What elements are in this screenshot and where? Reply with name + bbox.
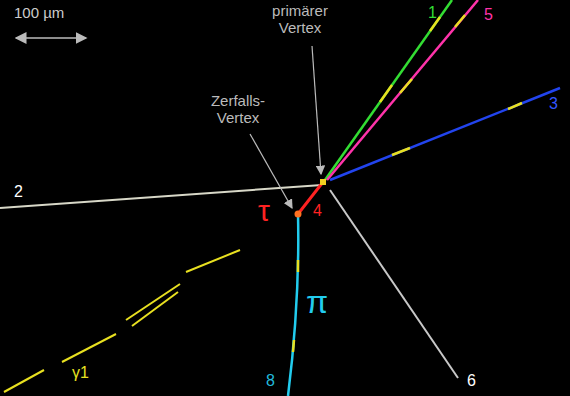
track <box>327 0 478 180</box>
pion-track <box>288 214 298 396</box>
scale-label: 100 µm <box>14 4 64 21</box>
track-number: 8 <box>266 372 275 390</box>
track <box>330 88 560 180</box>
track-number: 4 <box>313 202 322 220</box>
primary-vertex <box>320 179 326 185</box>
track-number: 1 <box>428 4 437 22</box>
track-number: 2 <box>14 183 23 201</box>
particle-label: π <box>306 284 328 321</box>
particle-label: γ1 <box>72 364 89 382</box>
decay-vertex <box>295 211 302 218</box>
track <box>325 0 452 180</box>
annotation: primärer Vertex <box>255 2 345 37</box>
leader-line <box>250 134 292 208</box>
track-number: 6 <box>467 372 476 390</box>
photon-track <box>4 250 240 392</box>
track <box>330 190 458 378</box>
track-number: 5 <box>484 6 493 24</box>
leader-line <box>312 46 321 174</box>
track <box>0 185 322 208</box>
track-number: 3 <box>549 95 558 113</box>
scale-bar <box>16 37 86 39</box>
annotation: Zerfalls- Vertex <box>193 92 283 127</box>
particle-label: τ <box>258 194 270 229</box>
